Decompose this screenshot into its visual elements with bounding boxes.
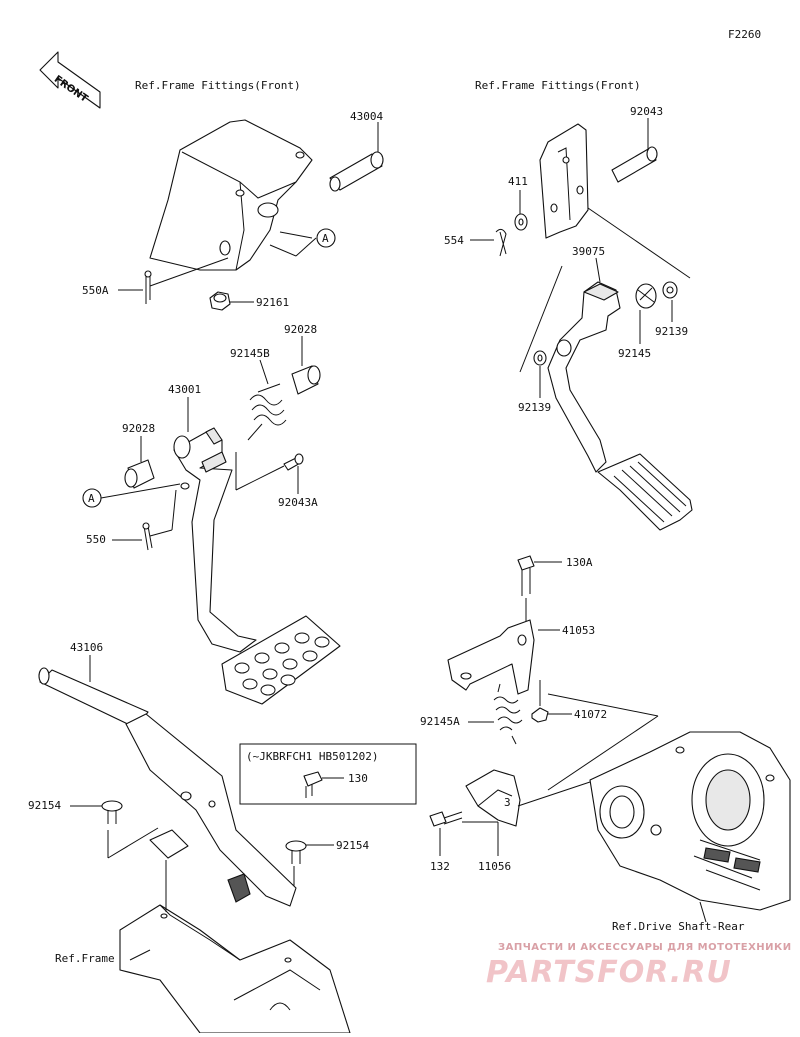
- bracket-11056: 3: [465, 769, 521, 827]
- spring-92145a: [493, 683, 523, 745]
- nut-92161: [209, 291, 231, 311]
- cotter-pin-550: [142, 522, 153, 551]
- part-92161: 92161: [256, 296, 289, 309]
- part-92154-right: 92154: [336, 839, 369, 852]
- collar-92139-right: [662, 281, 678, 299]
- pedal-pad-brake: [221, 615, 341, 705]
- part-130a: 130A: [566, 556, 593, 569]
- bolt-92154-right: [285, 840, 307, 864]
- collar-92139-left: [533, 350, 547, 366]
- part-43004: 43004: [350, 110, 383, 123]
- part-130: 130: [348, 772, 368, 785]
- part-43106: 43106: [70, 641, 103, 654]
- bushing-92028-top: [291, 365, 321, 395]
- part-92139-right: 92139: [655, 325, 688, 338]
- note-box-text: (~JKBRFCH1 HB501202): [246, 750, 378, 763]
- diagram-code: F2260: [728, 28, 761, 41]
- pedal-bracket-left: [149, 119, 313, 271]
- bracket-41053: [447, 619, 535, 695]
- ref-drive-shaft-rear: Ref.Drive Shaft-Rear: [612, 920, 745, 933]
- part-41053: 41053: [562, 624, 595, 637]
- bolt-130a: [517, 555, 535, 596]
- part-43001: 43001: [168, 383, 201, 396]
- part-554: 554: [444, 234, 464, 247]
- note-box: [239, 743, 417, 805]
- pivot-shaft-43004: [329, 151, 384, 192]
- front-arrow-icon: FRONT: [39, 51, 101, 109]
- bolt-92154-left: [101, 800, 123, 824]
- nut-41072: [531, 707, 549, 723]
- drive-shaft-housing: [589, 731, 791, 911]
- accel-pedal-arm: [547, 281, 621, 473]
- accel-bracket: [539, 123, 589, 239]
- part-41072: 41072: [574, 708, 607, 721]
- part-92139-left: 92139: [518, 401, 551, 414]
- part-550: 550: [86, 533, 106, 546]
- accel-pedal-pad: [597, 453, 693, 531]
- part-92028-top: 92028: [284, 323, 317, 336]
- ref-frame-fittings-left: Ref.Frame Fittings(Front): [135, 79, 301, 92]
- bushing-92145: [635, 283, 657, 309]
- part-550a: 550A: [82, 284, 109, 297]
- callout-a-top-label: A: [322, 232, 329, 245]
- part-92145: 92145: [618, 347, 651, 360]
- washer-411: [514, 213, 528, 231]
- pin-92043a: [283, 453, 304, 471]
- part-92028-left: 92028: [122, 422, 155, 435]
- watermark-line1: ЗАПЧАСТИ И АКСЕССУАРЫ ДЛЯ МОТОТЕХНИКИ: [498, 942, 792, 953]
- bracket-11056-mark: 3: [504, 796, 511, 809]
- brake-pedal-43001: [173, 427, 257, 653]
- part-92043: 92043: [630, 105, 663, 118]
- callout-a-left-label: A: [88, 492, 95, 505]
- pin-92043: [611, 146, 658, 183]
- bolt-130: [303, 771, 323, 798]
- part-132: 132: [430, 860, 450, 873]
- spring-92145b: [247, 383, 287, 441]
- bushing-92028-left: [124, 459, 155, 489]
- part-92154-left: 92154: [28, 799, 61, 812]
- part-92043a: 92043A: [278, 496, 318, 509]
- bolt-132: [429, 811, 463, 827]
- watermark-line2: PARTSFOR.RU: [486, 955, 732, 990]
- cotter-pin-550a: [144, 270, 152, 304]
- frame-structure: [119, 904, 351, 1034]
- part-92145b: 92145B: [230, 347, 270, 360]
- callout-a-top: [316, 228, 336, 248]
- ref-frame-fittings-right: Ref.Frame Fittings(Front): [475, 79, 641, 92]
- part-411: 411: [508, 175, 528, 188]
- clip-554: [495, 228, 507, 257]
- part-92145a: 92145A: [420, 715, 460, 728]
- ref-frame: Ref.Frame: [55, 952, 115, 965]
- parking-lever-43106: [38, 667, 297, 907]
- part-39075: 39075: [572, 245, 605, 258]
- part-11056: 11056: [478, 860, 511, 873]
